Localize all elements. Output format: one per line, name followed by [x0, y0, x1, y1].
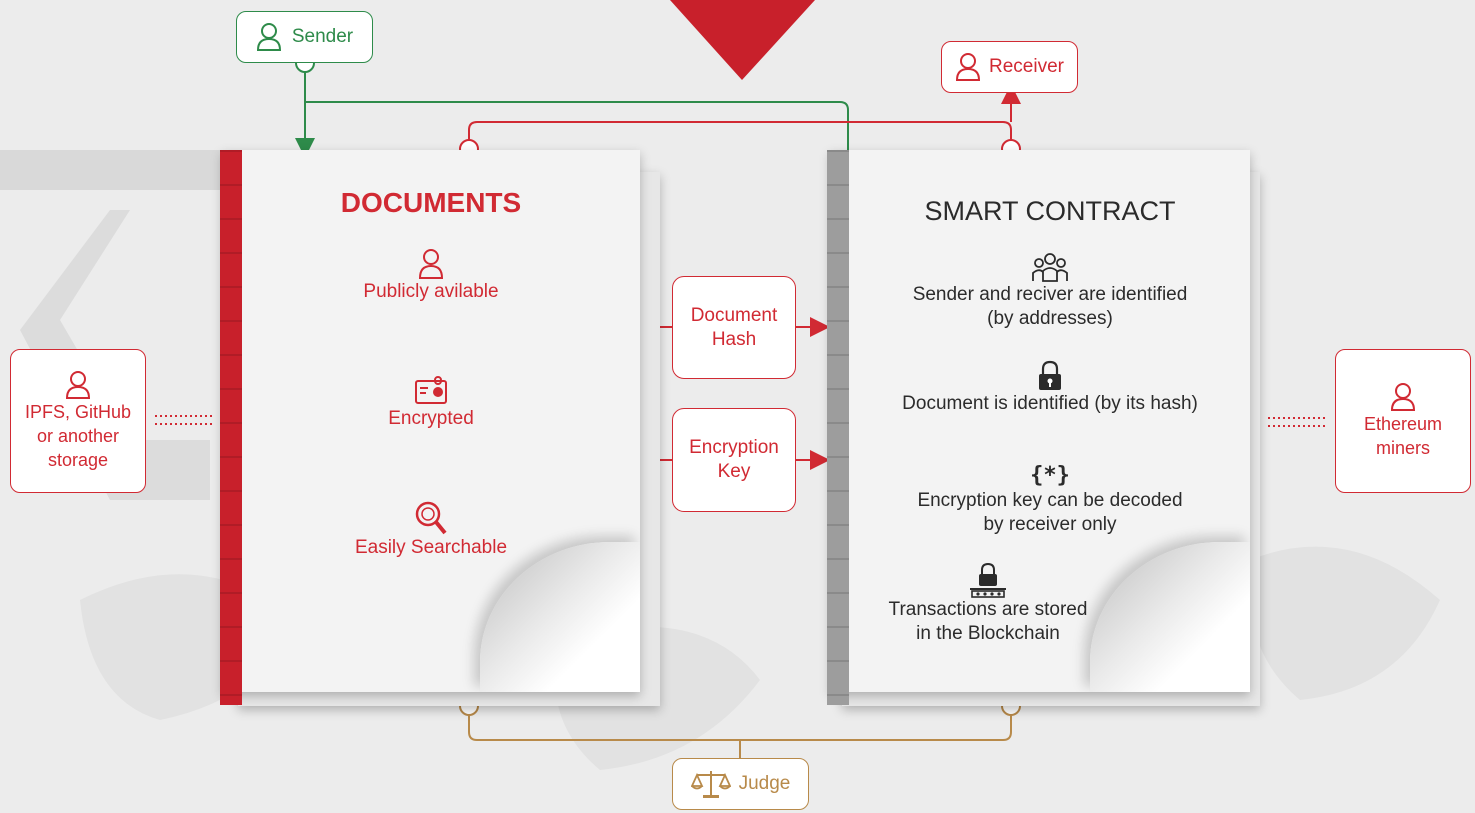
encryption-key-label: Encryption Key — [689, 437, 779, 482]
svg-text:{*}: {*} — [1030, 463, 1070, 488]
documents-item-public: Publicly avilable — [300, 248, 562, 304]
documents-spine — [220, 150, 242, 705]
top-triangle-marker — [670, 0, 815, 80]
receiver-node: Receiver — [941, 41, 1078, 93]
documents-page — [222, 150, 640, 692]
encrypted-terminal-icon — [415, 376, 447, 404]
lock-icon — [1039, 360, 1061, 390]
smart-contract-spine — [827, 150, 849, 705]
storage-node: IPFS, GitHub or another storage — [10, 349, 146, 493]
smart-contract-item-label: Document is identified (by its hash) — [902, 393, 1198, 414]
smart-contract-item-label: Sender and reciver are identified (by ad… — [912, 284, 1188, 329]
sender-node: Sender — [236, 11, 373, 63]
user-icon — [418, 249, 444, 279]
documents-item-label: Easily Searchable — [354, 537, 508, 558]
miners-label: Ethereum miners — [1363, 414, 1443, 458]
documents-item-encrypted: Encrypted — [300, 375, 562, 431]
document-hash-node: Document Hash — [672, 276, 796, 379]
documents-item-searchable: Easily Searchable — [300, 500, 562, 560]
documents-title: DOCUMENTS — [340, 187, 522, 218]
smart-contract-item-hash: Document is identified (by its hash) — [870, 360, 1230, 416]
smart-contract-item-key: {*} Encryption key can be decoded by rec… — [870, 459, 1230, 537]
smart-contract-item-label: Encryption key can be decoded by receive… — [917, 490, 1183, 535]
blockchain-lock-icon — [970, 562, 1006, 598]
judge-label: Judge — [738, 773, 791, 794]
smart-contract-item-label: Transactions are stored in the Blockchai… — [888, 599, 1088, 644]
braces-key-icon: {*} — [1030, 463, 1070, 488]
users-group-icon — [1032, 253, 1068, 282]
document-hash-label: Document Hash — [690, 304, 778, 350]
search-magnifier-icon — [415, 501, 447, 535]
miners-node: Ethereum miners — [1335, 349, 1471, 493]
documents-item-label: Encrypted — [388, 408, 474, 429]
smart-contract-title: SMART CONTRACT — [924, 196, 1176, 226]
page-curl — [480, 542, 640, 692]
user-icon — [256, 23, 281, 51]
user-icon — [955, 53, 981, 81]
storage-label: IPFS, GitHub or another storage — [24, 402, 132, 470]
user-icon — [65, 371, 91, 399]
smart-contract-item-blockchain: Transactions are stored in the Blockchai… — [860, 562, 1116, 646]
encryption-key-node: Encryption Key — [672, 408, 796, 512]
smart-contract-page — [830, 150, 1250, 692]
judge-node: Judge — [672, 758, 809, 810]
smart-contract-item-identified: Sender and reciver are identified (by ad… — [870, 251, 1230, 331]
user-icon — [1390, 383, 1416, 411]
scales-icon — [690, 771, 731, 798]
sender-label: Sender — [291, 26, 354, 47]
receiver-label: Receiver — [989, 56, 1064, 77]
documents-item-label: Publicly avilable — [363, 281, 499, 302]
